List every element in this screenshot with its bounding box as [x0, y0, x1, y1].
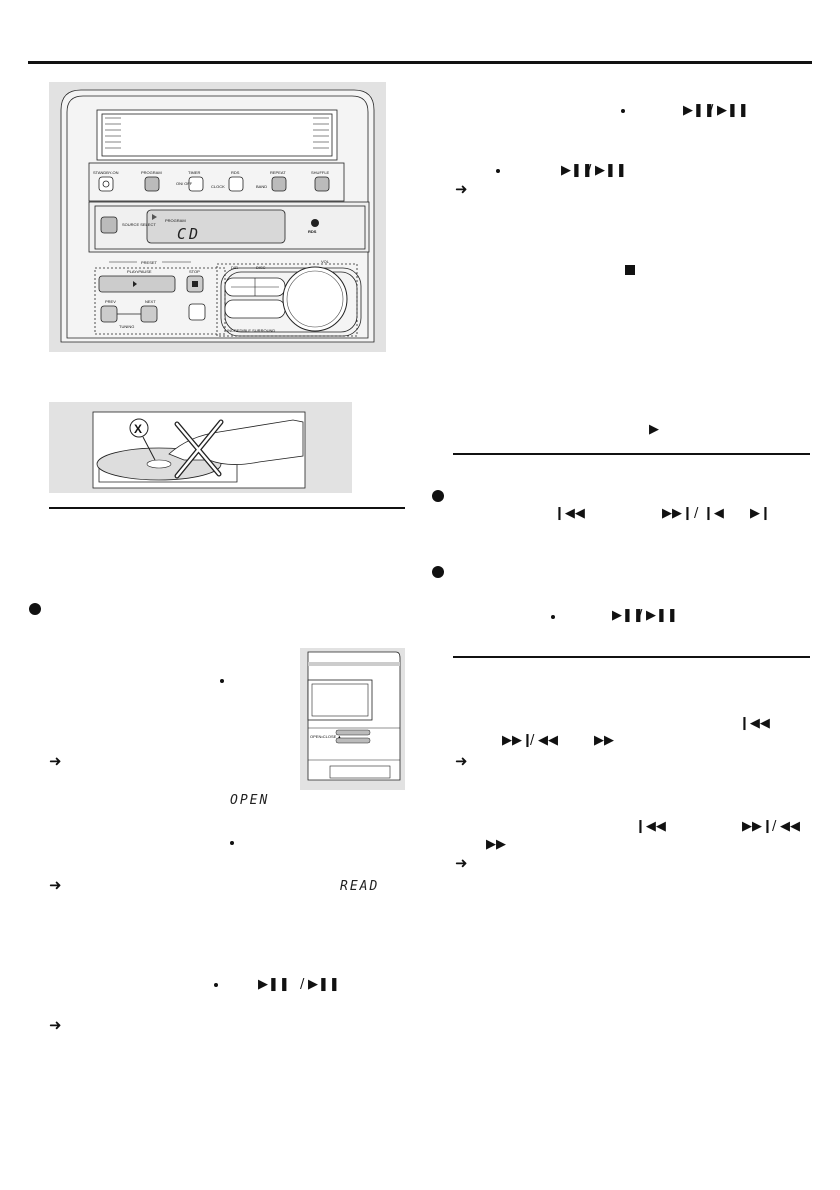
- slash-separator: /: [530, 733, 535, 748]
- play-pause-icon: ▶❚❚: [595, 163, 627, 178]
- slash-separator: /: [772, 819, 777, 834]
- rewind-icon: ◀◀: [780, 819, 800, 834]
- skip-back-icon: ❙◀: [703, 506, 724, 521]
- fast-forward-icon: ▶▶: [594, 733, 614, 748]
- left-section-rule: [49, 507, 405, 509]
- display-indicator-icon: [152, 214, 157, 220]
- device-figure: STANDBY-ON PROGRAM TIMER RDS REPEAT SHUF…: [49, 82, 386, 352]
- play-pause-label: PLAY•PAUSE: [127, 269, 152, 274]
- small-dot: [551, 615, 555, 619]
- slash-separator: /: [587, 163, 592, 178]
- source-select-label: SOURCE SELECT: [122, 222, 156, 227]
- bullet: [432, 566, 444, 578]
- prev-label: PREV: [105, 299, 116, 304]
- display-readout: CD: [177, 225, 201, 243]
- slash-separator: /: [638, 608, 643, 623]
- stop-icon: [625, 265, 635, 275]
- rds-logo-icon: [311, 219, 319, 227]
- small-dot: [230, 841, 234, 845]
- next-label: NEXT: [145, 299, 156, 304]
- result-arrow-icon: ➜: [455, 854, 468, 872]
- skip-forward-icon: ▶▶❙: [502, 733, 533, 748]
- result-arrow-icon: ➜: [49, 752, 62, 770]
- play-pause-icon: ▶❚❚: [561, 163, 593, 178]
- open-close-label: OPEN•CLOSE ▲: [310, 734, 341, 739]
- slash-separator: /: [694, 506, 699, 521]
- skip-back-icon: ❙◀◀: [739, 716, 770, 731]
- skip-forward-icon: ▶▶❙: [742, 819, 773, 834]
- skip-back-icon: ❙◀◀: [554, 506, 585, 521]
- right-section-rule: [453, 453, 810, 455]
- small-dot: [220, 679, 224, 683]
- lcd-open-text: OPEN: [230, 793, 270, 808]
- door-figure: OPEN•CLOSE ▲: [300, 648, 405, 790]
- clock-label: CLOCK: [211, 184, 225, 189]
- bullet: [29, 603, 41, 615]
- result-arrow-icon: ➜: [49, 1016, 62, 1034]
- disc-handling-figure: X: [49, 402, 352, 493]
- repeat-label: REPEAT: [270, 170, 286, 175]
- band-label: BAND: [256, 184, 267, 189]
- rds-logo: RDS: [308, 229, 317, 234]
- slash-separator: /: [300, 977, 305, 992]
- preset-label: PRESET: [141, 260, 158, 265]
- svg-text:X: X: [134, 422, 142, 436]
- vol-label: VOL: [321, 259, 330, 264]
- disc-label: DISC: [256, 265, 266, 270]
- tuning-label: TUNING: [119, 324, 134, 329]
- shuffle-label: SHUFFLE: [311, 170, 330, 175]
- timer-label: TIMER: [188, 170, 201, 175]
- standby-on-label: STANDBY-ON: [93, 170, 119, 175]
- door-drawing: OPEN•CLOSE ▲: [307, 651, 401, 781]
- result-arrow-icon: ➜: [49, 876, 62, 894]
- incredible-surround-label: INCREDIBLE SURROUND: [227, 328, 275, 333]
- skip-forward-icon: ▶❙: [750, 506, 771, 521]
- small-dot: [496, 169, 500, 173]
- rds-label: RDS: [231, 170, 240, 175]
- play-pause-icon: ▶❚❚: [717, 103, 749, 118]
- skip-back-icon: ❙◀◀: [635, 819, 666, 834]
- program-label: PROGRAM: [141, 170, 162, 175]
- rewind-icon: ◀◀: [538, 733, 558, 748]
- slash-separator: /: [709, 103, 714, 118]
- device-front-panel-drawing: STANDBY-ON PROGRAM TIMER RDS REPEAT SHUF…: [60, 89, 375, 343]
- disc-handling-drawing: X: [92, 411, 306, 489]
- on-off-label: ON/ OFF: [176, 181, 193, 186]
- display-badge: PROGRAM: [165, 218, 186, 223]
- play-icon: ▶: [649, 422, 659, 437]
- play-pause-icon: ▶❚❚: [646, 608, 678, 623]
- dir-label: DIR: [231, 265, 238, 270]
- result-arrow-icon: ➜: [455, 180, 468, 198]
- lcd-read-text: READ: [340, 879, 380, 894]
- play-pause-icon: ▶❚❚: [308, 977, 340, 992]
- volume-knob: [282, 266, 348, 332]
- fast-forward-icon: ▶▶: [486, 837, 506, 852]
- play-pause-icon: ▶❚❚: [683, 103, 715, 118]
- stop-label: STOP: [189, 269, 200, 274]
- play-pause-icon: ▶❚❚: [258, 977, 290, 992]
- bullet: [432, 490, 444, 502]
- play-pause-icon: ▶❚❚: [612, 608, 644, 623]
- header-rule: [28, 61, 812, 64]
- small-dot: [214, 983, 218, 987]
- small-dot: [621, 109, 625, 113]
- right-section-rule: [453, 656, 810, 658]
- result-arrow-icon: ➜: [455, 752, 468, 770]
- skip-forward-icon: ▶▶❙: [662, 506, 693, 521]
